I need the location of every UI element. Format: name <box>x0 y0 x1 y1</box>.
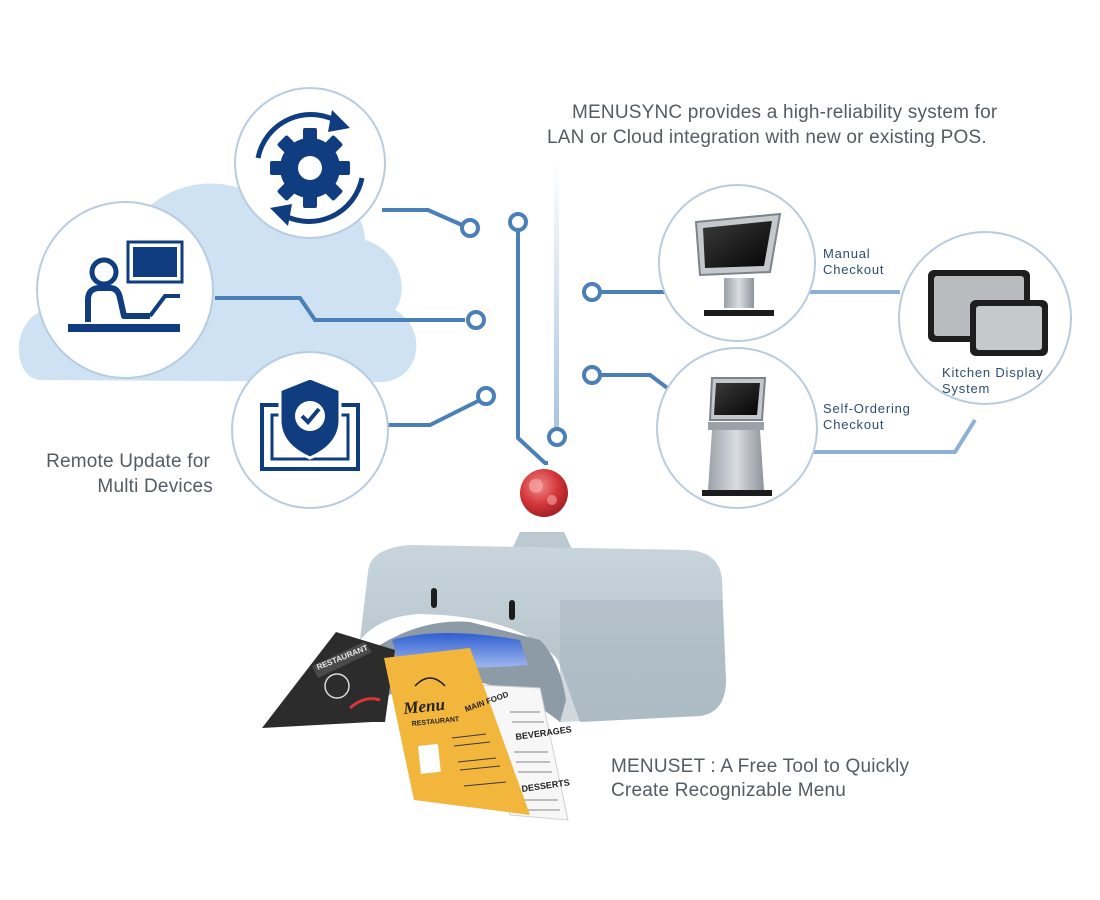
right-light-connectors <box>808 290 977 454</box>
menuset-caption-line1: MENUSET : A Free Tool to Quickly <box>611 756 910 777</box>
gear-sync-node <box>234 87 386 239</box>
tablet-displays-icon <box>928 270 1048 356</box>
manual-checkout-line1: Manual <box>823 246 871 261</box>
remote-update-line1: Remote Update for <box>46 451 210 472</box>
remote-worker-node <box>36 201 214 379</box>
menuset-caption-line2: Create Recognizable Menu <box>611 780 847 801</box>
dark-menu-sheet: RESTAURANT <box>262 632 395 728</box>
right-connector-nodes <box>582 282 602 385</box>
menusync-caption-line2: LAN or Cloud integration with new or exi… <box>547 127 987 148</box>
white-menu-sheet: BEVERAGES DESSERTS <box>479 684 572 821</box>
security-node <box>231 351 389 509</box>
self-order-kiosk-icon <box>702 377 772 496</box>
remote-update-line2: Multi Devices <box>97 476 213 497</box>
menuset-robot-icon <box>360 469 726 722</box>
menu-sheets: RESTAURANT BEVERAGES DESSERTS <box>262 632 572 821</box>
remote-worker-icon <box>68 240 184 332</box>
self-ordering-line1: Self-Ordering <box>823 401 911 416</box>
yellow-menu-title: Menu <box>401 695 445 718</box>
menusync-caption-line1: MENUSYNC provides a high-reliability sys… <box>572 102 998 123</box>
menusync-beam <box>554 160 559 430</box>
robot-knob <box>520 469 568 517</box>
kiosk-terminal-icon <box>694 212 782 316</box>
left-connectors <box>215 208 548 465</box>
manual-checkout-line2: Checkout <box>823 262 885 277</box>
self-order-node <box>656 347 818 509</box>
security-shield-icon <box>260 376 360 471</box>
self-ordering-line2: Checkout <box>823 417 885 432</box>
kitchen-display-node <box>898 231 1072 405</box>
kds-line2: System <box>942 381 991 396</box>
gear-sync-icon <box>255 110 365 226</box>
kds-line1: Kitchen Display <box>942 365 1044 380</box>
left-connector-nodes <box>460 212 567 447</box>
right-connectors <box>600 290 672 392</box>
manual-checkout-node <box>658 184 816 342</box>
